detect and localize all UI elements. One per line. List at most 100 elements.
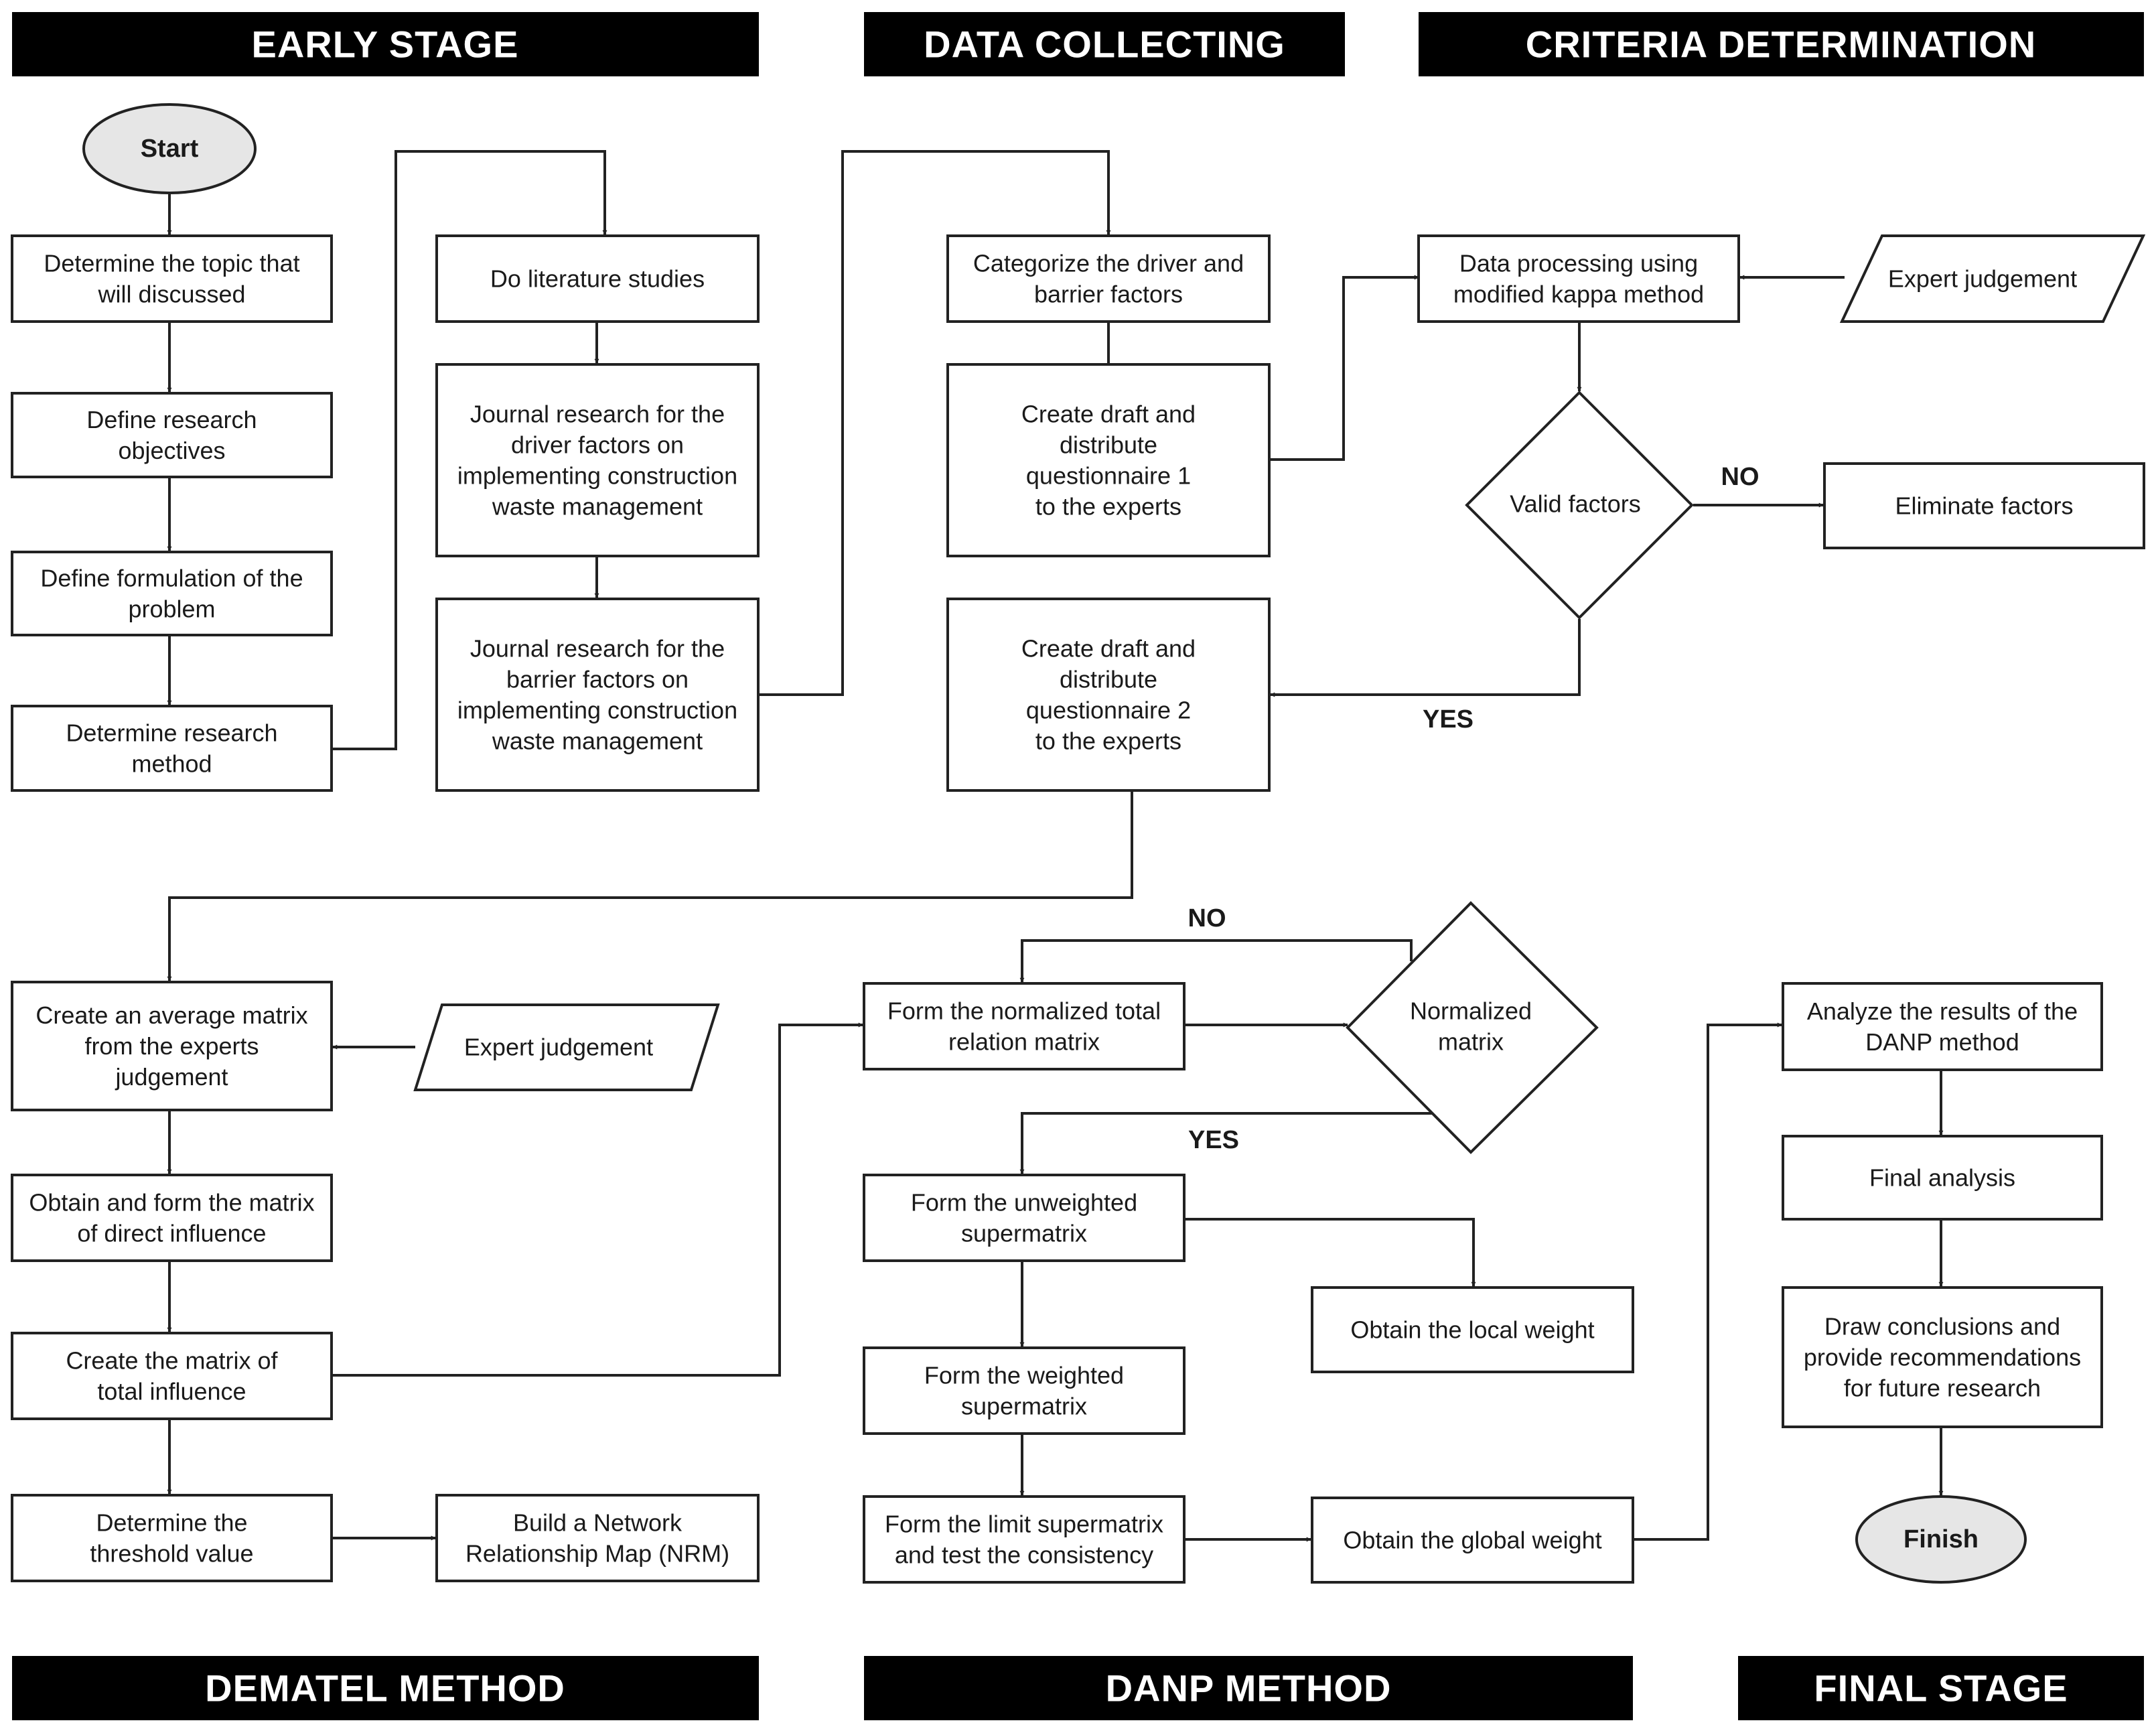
svg-text:DEMATEL METHOD: DEMATEL METHOD <box>205 1667 565 1710</box>
node-label-line: Journal research for the <box>470 401 725 428</box>
edge-unweighted-local <box>1184 1218 1476 1287</box>
node-label-line: barrier factors on <box>506 666 689 693</box>
edge-valid-questionnaire2 <box>1270 619 1581 697</box>
node-label-line: relation matrix <box>948 1028 1100 1056</box>
node-label-line: driver factors on <box>511 431 684 459</box>
node-label-line: Form the limit supermatrix <box>885 1511 1163 1538</box>
node-label-line: DANP method <box>1865 1028 2019 1056</box>
edge-method-literature <box>332 150 607 750</box>
node-label-line: Define formulation of the <box>40 565 303 592</box>
node-label-line: matrix <box>1438 1028 1504 1056</box>
node-label-line: Define research <box>86 406 257 433</box>
node-label-line: Build a Network <box>513 1509 682 1537</box>
header-final-stage: FINAL STAGE <box>1738 1656 2144 1720</box>
edge-normmatrix-yes-unweighted <box>1019 1112 1443 1174</box>
node-label-line: supermatrix <box>961 1220 1087 1247</box>
decision-valid-factors: Valid factors <box>1465 391 1694 620</box>
node-label-line: Relationship Map (NRM) <box>465 1540 729 1568</box>
node-label-line: Create draft and <box>1021 401 1196 428</box>
node-label-line: Determine the topic that <box>44 250 299 277</box>
branch-label-normalized-yes: YES <box>1188 1126 1239 1154</box>
node-label-line: Valid factors <box>1510 490 1640 518</box>
branch-label-normalized-no: NO <box>1188 904 1226 932</box>
node-label-line: implementing construction <box>457 697 737 724</box>
header-data-collecting: DATA COLLECTING <box>864 12 1345 76</box>
process-direct-influence: Obtain and form the matrix of direct infl… <box>11 1174 333 1262</box>
node-label-line: barrier factors <box>1034 281 1183 308</box>
node-label-line: Obtain and form the matrix <box>29 1189 314 1217</box>
svg-text:Obtain the global weight: Obtain the global weight <box>1343 1527 1601 1554</box>
edge-global-analyze <box>1633 1022 1782 1541</box>
process-eliminate-factors: Eliminate factors <box>1823 462 2145 549</box>
process-global-weight: Obtain the global weight <box>1311 1497 1634 1584</box>
svg-text:Do literature studies: Do literature studies <box>490 265 705 293</box>
node-label-line: Draw conclusions and <box>1824 1313 2060 1340</box>
process-literature-studies: Do literature studies <box>435 234 760 323</box>
node-label-line: implementing construction <box>457 462 737 490</box>
input-expert-judgement-1: Expert judgement <box>1839 234 2146 323</box>
node-label-line: to the experts <box>1035 727 1181 755</box>
node-label-line: Journal research for the <box>470 635 725 663</box>
node-label-line: Final analysis <box>1869 1164 2015 1192</box>
node-label-line: total influence <box>97 1378 246 1405</box>
node-label-line: questionnaire 2 <box>1026 697 1191 724</box>
svg-text:Expert judgement: Expert judgement <box>1888 265 2077 293</box>
edge-questionnaire1-kappa <box>1269 275 1419 461</box>
node-label-line: of direct influence <box>77 1220 266 1247</box>
edge-barrier-categorize <box>758 150 1111 696</box>
node-label-line: judgement <box>115 1063 228 1091</box>
node-label-line: Eliminate factors <box>1895 492 2073 520</box>
node-label-line: Create draft and <box>1021 635 1196 663</box>
header-early-stage: EARLY STAGE <box>12 12 759 76</box>
svg-text:EARLY STAGE: EARLY STAGE <box>252 23 519 66</box>
process-local-weight: Obtain the local weight <box>1311 1286 1634 1373</box>
process-define-objectives: Define research objectives <box>11 392 333 478</box>
node-label-line: Obtain the global weight <box>1343 1527 1601 1554</box>
node-label-line: objectives <box>118 437 225 464</box>
svg-text:Eliminate factors: Eliminate factors <box>1895 492 2073 520</box>
header-danp-method: DANP METHOD <box>864 1656 1633 1720</box>
node-label-line: questionnaire 1 <box>1026 462 1191 490</box>
node-label-line: from the experts <box>84 1032 259 1060</box>
node-label-line: for future research <box>1844 1375 2041 1402</box>
node-label-line: Determine the <box>96 1509 247 1537</box>
node-label-line: Form the weighted <box>924 1362 1124 1389</box>
node-label-line: Form the normalized total <box>887 997 1161 1025</box>
svg-text:Finish: Finish <box>1903 1525 1979 1553</box>
svg-text:Valid factors: Valid factors <box>1510 490 1640 518</box>
node-label-line: Do literature studies <box>490 265 705 293</box>
svg-text:FINAL STAGE: FINAL STAGE <box>1814 1667 2068 1710</box>
node-label-line: Obtain the local weight <box>1350 1316 1594 1344</box>
connectors <box>167 150 1944 1542</box>
finish-terminal: Finish <box>1855 1495 2027 1584</box>
svg-text:CRITERIA DETERMINATION: CRITERIA DETERMINATION <box>1526 23 2036 66</box>
edge-total-normalized <box>332 1022 863 1377</box>
